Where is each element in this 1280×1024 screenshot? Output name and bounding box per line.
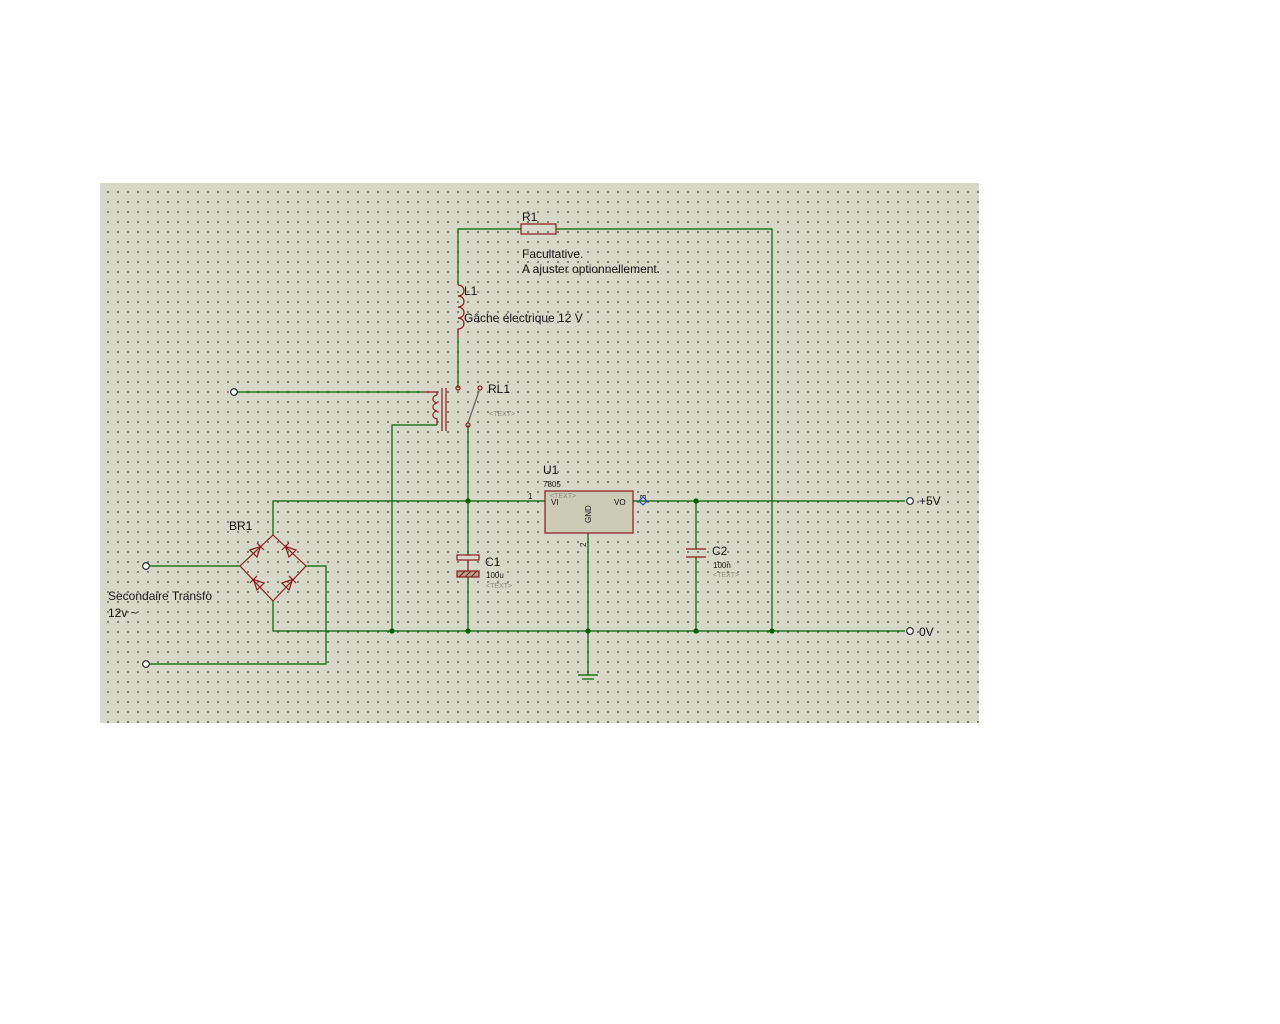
u1-ref: U1 [543, 463, 559, 477]
regulator-u1[interactable] [544, 490, 634, 535]
wires [150, 228, 905, 675]
br1-ref: BR1 [229, 519, 253, 533]
terminal-transfo-b [142, 660, 150, 668]
inductor-l1[interactable] [457, 284, 465, 338]
bridge-rectifier-br1[interactable] [239, 534, 307, 602]
r1-ref: R1 [522, 210, 538, 224]
terminal-transfo-a [142, 562, 150, 570]
u1-pin1: 1 [528, 492, 533, 501]
terminals[interactable] [142, 388, 914, 668]
u1-pin3: 3 [639, 494, 648, 499]
transfo-note-2: 12v ~ [108, 606, 138, 620]
junctions [389, 498, 775, 634]
u1-pin2: 2 [579, 542, 588, 547]
pin-marker-icon [638, 496, 648, 506]
transfo-note-1: Secondaire Transfo [108, 589, 212, 603]
relay-rl1[interactable] [423, 385, 483, 431]
c1-placeholder: <TEXT> [486, 583, 512, 590]
u1-pin-vi: VI [551, 498, 559, 507]
rl1-ref: RL1 [488, 382, 510, 396]
capacitor-c2[interactable] [686, 548, 706, 558]
c2-value: 100n [713, 561, 731, 570]
zero-v-label: 0V [919, 625, 934, 639]
l1-ref: L1 [464, 284, 478, 298]
capacitor-c1[interactable] [456, 554, 480, 578]
schematic-canvas[interactable]: +5V 0V R1 Facultative. A ajuster optionn… [100, 183, 979, 723]
u1-placeholder: <TEXT> [550, 493, 576, 500]
terminal-plus5v [906, 497, 914, 505]
c1-ref: C1 [485, 555, 501, 569]
l1-value: Gâche électrique 12 V [464, 311, 583, 325]
ground-icon [578, 674, 598, 680]
schematic-svg[interactable]: +5V 0V R1 Facultative. A ajuster optionn… [100, 183, 979, 723]
u1-value: 7805 [543, 480, 561, 489]
r1-note-2: A ajuster optionnellement. [522, 262, 660, 276]
c2-ref: C2 [712, 544, 728, 558]
r1-note-1: Facultative. [522, 247, 583, 261]
c1-value: 100u [486, 571, 504, 580]
resistor-r1[interactable] [520, 223, 557, 235]
rl1-placeholder: <TEXT> [489, 411, 515, 418]
c2-placeholder: <TEXT> [713, 572, 739, 579]
terminal-0v [906, 627, 914, 635]
plus5v-label: +5V [919, 494, 941, 508]
u1-pin-gnd: GND [584, 505, 593, 523]
u1-pin-vo: VO [614, 498, 626, 507]
terminal-relay-input [230, 388, 238, 396]
